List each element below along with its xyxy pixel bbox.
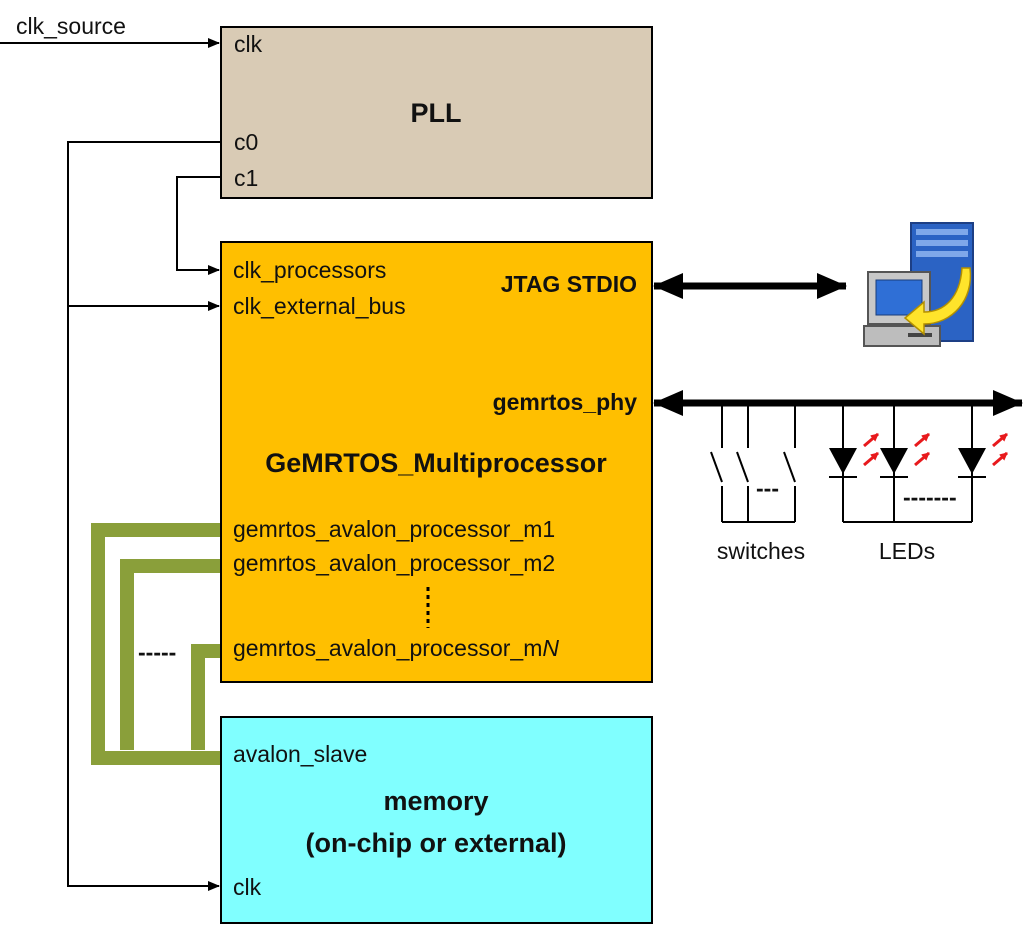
leds-label: LEDs (879, 538, 935, 564)
memory-title: memory (383, 786, 488, 816)
jtag-stdio-port: JTAG STDIO (501, 271, 637, 297)
avalon-mN-port: gemrtos_avalon_processor_mN (233, 635, 559, 661)
pll-block (220, 26, 653, 199)
led-light-arrows (863, 432, 1008, 467)
computer-icon (863, 222, 974, 347)
pll-c0-port: c0 (234, 129, 258, 155)
pll-clk-port: clk (234, 31, 263, 57)
multiprocessor-title: GeMRTOS_Multiprocessor (265, 448, 607, 478)
memory-subtitle: (on-chip or external) (305, 828, 566, 858)
clk-source-label: clk_source (16, 13, 126, 39)
clk-processors-port: clk_processors (233, 257, 386, 283)
multiprocessor-block (220, 241, 653, 683)
switches-group (710, 403, 796, 523)
bus-dots: ----- (138, 639, 176, 665)
switches-ellipsis: --- (756, 475, 779, 501)
pll-title: PLL (411, 98, 462, 128)
avalon-mN-prefix: gemrtos_avalon_processor_m (233, 635, 542, 661)
memory-block (220, 716, 653, 924)
switches-label: switches (717, 538, 805, 564)
avalon-m2-port: gemrtos_avalon_processor_m2 (233, 550, 555, 576)
pll-c1-port: c1 (234, 165, 258, 191)
gemrtos-phy-port: gemrtos_phy (493, 389, 638, 415)
avalon-mN-suffix: N (542, 635, 559, 661)
leds-ellipsis: ------- (903, 484, 957, 510)
avalon-m1-port: gemrtos_avalon_processor_m1 (233, 516, 555, 542)
avalon-slave-port: avalon_slave (233, 741, 367, 767)
avalon-bus (91, 523, 221, 765)
leds-group (829, 403, 1008, 523)
clk-external-bus-port: clk_external_bus (233, 293, 406, 319)
memory-clk-port: clk (233, 874, 262, 900)
clock-wiring (0, 38, 221, 891)
